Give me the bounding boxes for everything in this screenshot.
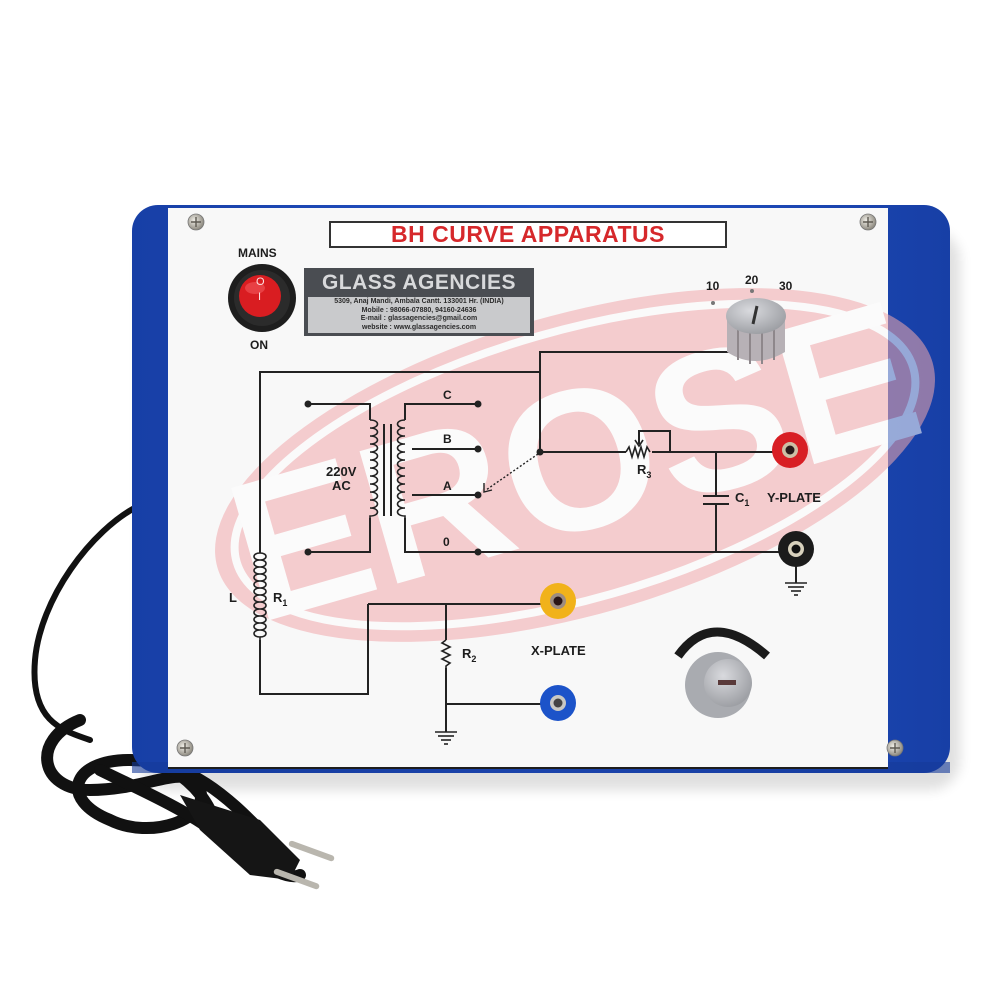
transformer-symbol <box>369 419 406 518</box>
brand-mobile: Mobile : 98066-07880, 94160-24636 <box>361 306 477 314</box>
tap-a-label: A <box>443 479 452 493</box>
on-label: ON <box>250 338 268 352</box>
switch-off-symbol: O <box>256 276 265 288</box>
r2-label: R2 <box>462 646 477 664</box>
r3-variable-resistor <box>625 439 651 460</box>
range-scale-30: 30 <box>779 279 793 293</box>
brand-website: website : www.glassagencies.com <box>361 323 477 331</box>
circuit-schematic <box>259 351 797 732</box>
inductor-label: L <box>229 590 237 605</box>
brand-email: E-mail : glassagencies@gmail.com <box>360 315 478 322</box>
y-plate-red-socket[interactable] <box>772 432 808 468</box>
x-plate-yellow-socket[interactable] <box>540 583 576 619</box>
tap-b-label: B <box>443 432 452 446</box>
c1-label: C1 <box>735 490 750 508</box>
ground-symbol-y <box>785 582 807 596</box>
brand-plate: GLASS AGENCIES 5309, Anaj Mandi, Ambala … <box>304 268 534 336</box>
x-plate-label: X-PLATE <box>531 643 586 658</box>
range-scale-20: 20 <box>745 273 759 287</box>
switch-on-symbol: I <box>258 291 262 303</box>
y-plate-label: Y-PLATE <box>767 490 821 505</box>
brand-address: 5309, Anaj Mandi, Ambala Cantt. 133001 H… <box>334 298 504 305</box>
brand-name: GLASS AGENCIES <box>321 271 517 294</box>
apparatus-title: BH CURVE APPARATUS <box>391 221 665 247</box>
voltage-label: 220V <box>326 464 357 479</box>
tap-selector-arrow <box>485 453 539 491</box>
power-plug <box>180 795 335 890</box>
x-plate-ground-blue-socket[interactable] <box>540 685 576 721</box>
apparatus-title-plate: BH CURVE APPARATUS <box>329 221 727 248</box>
control-knob[interactable] <box>674 627 770 718</box>
tap-c-label: C <box>443 388 452 402</box>
r3-label: R3 <box>637 462 652 480</box>
r1-label: R1 <box>273 590 288 608</box>
range-scale-10: 10 <box>706 279 720 293</box>
inductor-symbol <box>253 552 267 640</box>
panel-screws <box>176 213 904 757</box>
mains-label: MAINS <box>238 246 277 260</box>
mains-switch[interactable] <box>228 264 296 332</box>
range-selector-knob[interactable] <box>711 289 786 364</box>
tap-0-label: 0 <box>443 535 450 549</box>
r2-resistor <box>440 639 452 668</box>
ground-symbol-x <box>435 731 457 745</box>
y-plate-ground-black-socket[interactable] <box>778 531 814 567</box>
terminal-dots <box>304 400 544 556</box>
brand-contact-info: 5309, Anaj Mandi, Ambala Cantt. 133001 H… <box>308 297 530 333</box>
c1-capacitor <box>703 495 729 505</box>
ac-label: AC <box>332 478 351 493</box>
